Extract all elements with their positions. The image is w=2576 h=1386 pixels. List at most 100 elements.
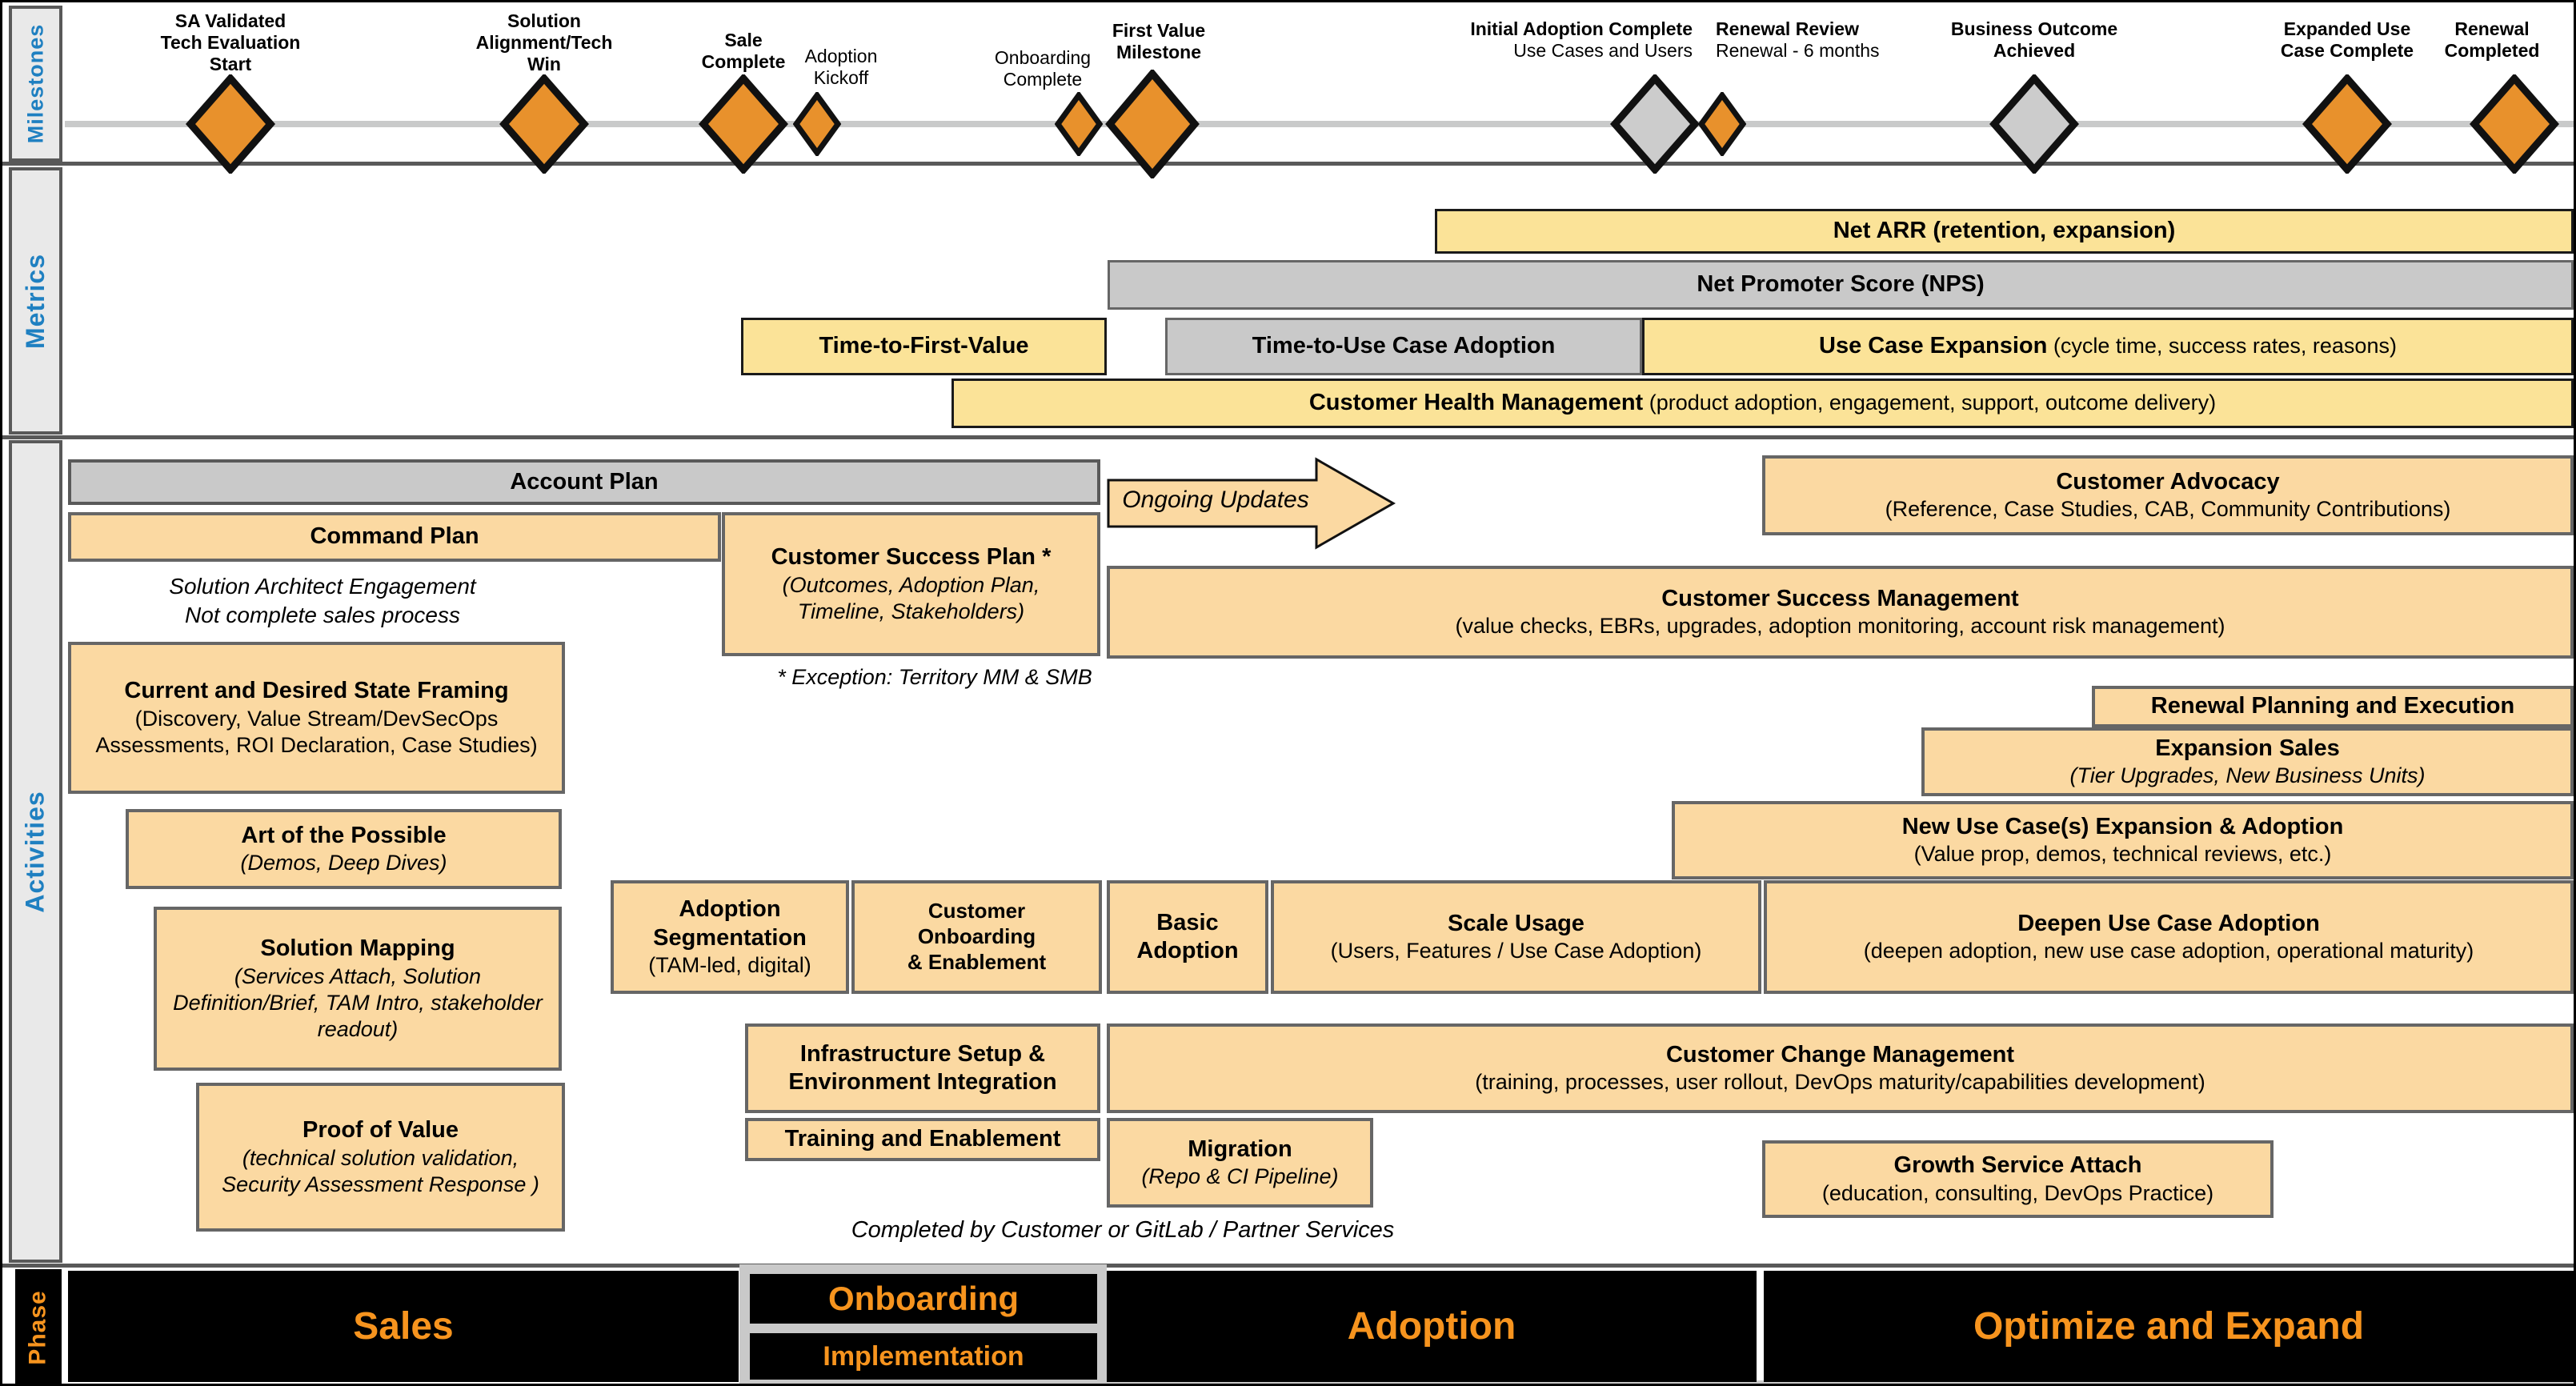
diamond-shape	[186, 74, 275, 174]
lane-label-text: Milestones	[23, 23, 48, 144]
lane-label-text: Metrics	[21, 253, 50, 349]
activity-subtitle: (Discovery, Value Stream/DevSecOps Asses…	[95, 706, 538, 757]
milestone-diamond-initial-adoption	[1610, 74, 1700, 174]
phase-label: Sales	[353, 1305, 454, 1348]
milestone-title: First Value Milestone	[1112, 20, 1206, 63]
milestone-diamond-renewal-completed	[2470, 74, 2559, 174]
metric-label: Use Case Expansion (cycle time, success …	[1819, 332, 2397, 360]
activity-subtitle: (deepen adoption, new use case adoption,…	[1863, 939, 2474, 963]
metric-label: Customer Health Management (product adop…	[1309, 389, 2216, 417]
diamond-shape	[699, 74, 788, 174]
milestone-label: Expanded Use Case Complete	[2227, 18, 2467, 62]
diamond-shape	[1105, 70, 1200, 178]
activity-title: Art of the Possible	[241, 822, 447, 848]
activity-subtitle: (training, processes, user rollout, DevO…	[1475, 1070, 2205, 1095]
metric-label: Time-to-First-Value	[819, 333, 1029, 359]
milestone-label: Onboarding Complete	[963, 47, 1123, 90]
activity-basic-adoption: Basic Adoption	[1107, 880, 1268, 994]
phase-label: Adoption	[1347, 1305, 1516, 1348]
activity-title: Customer Success Management	[1661, 585, 2019, 611]
diamond-shape	[2302, 74, 2392, 174]
phase-implementation: Implementation	[750, 1333, 1097, 1380]
milestone-title: Sale Complete	[701, 30, 786, 73]
activity-proof-of-value: Proof of Value (technical solution valid…	[196, 1083, 565, 1232]
milestone-label: Solution Alignment/Tech Win	[404, 10, 684, 75]
milestone-diamond-sa-validated	[186, 74, 275, 174]
activity-adoption-segmentation: Adoption Segmentation (TAM-led, digital)	[611, 880, 849, 994]
note-completed-by: Completed by Customer or GitLab / Partne…	[851, 1217, 1395, 1243]
phase-bottom-strip	[1107, 1380, 2574, 1384]
activity-command-plan: Command Plan	[68, 512, 721, 562]
activity-current-desired-state-framing: Current and Desired State Framing (Disco…	[68, 642, 565, 794]
activity-title: Renewal Planning and Execution	[2150, 693, 2515, 719]
milestone-label: Initial Adoption Complete Use Cases and …	[1348, 18, 1693, 62]
activity-customer-success-management: Customer Success Management (value check…	[1107, 566, 2574, 659]
activity-subtitle: (Value prop, demos, technical reviews, e…	[1913, 842, 2332, 867]
milestone-diamond-sale-complete	[699, 74, 788, 174]
milestone-title: Adoption Kickoff	[804, 46, 878, 89]
diamond-shape	[793, 92, 841, 156]
activity-title: Solution Mapping	[260, 935, 455, 962]
activity-art-of-the-possible: Art of the Possible (Demos, Deep Dives)	[126, 809, 562, 889]
metric-label: Time-to-Use Case Adoption	[1252, 333, 1556, 359]
activity-title: Customer Change Management	[1665, 1041, 2015, 1068]
activity-subtitle: (technical solution validation, Security…	[222, 1145, 539, 1196]
milestone-label: Business Outcome Achieved	[1914, 18, 2154, 62]
metric-title: Customer Health Management	[1308, 390, 1644, 416]
activity-new-use-case-expansion: New Use Case(s) Expansion & Adoption (Va…	[1672, 801, 2574, 879]
ongoing-updates-label: Ongoing Updates	[1122, 487, 1309, 513]
milestone-title: Business Outcome Achieved	[1950, 18, 2118, 62]
activity-training-enablement: Training and Enablement	[745, 1118, 1100, 1161]
milestone-title: Renewal Review	[1716, 18, 1859, 39]
milestone-diamond-renewal-review	[1698, 92, 1746, 156]
activity-title: Deepen Use Case Adoption	[2017, 910, 2320, 936]
lane-separator	[2, 1264, 2574, 1268]
activity-migration: Migration (Repo & CI Pipeline)	[1107, 1118, 1373, 1208]
milestone-title: Expanded Use Case Complete	[2280, 18, 2414, 62]
milestone-title: Renewal Completed	[2444, 18, 2540, 62]
phase-sales: Sales	[68, 1271, 739, 1382]
milestone-diamond-adoption-kickoff	[793, 92, 841, 156]
activity-subtitle: (Demos, Deep Dives)	[240, 851, 447, 875]
lane-label-milestones: Milestones	[9, 6, 62, 162]
lane-label-text: Activities	[21, 790, 50, 913]
activity-scale-usage: Scale Usage (Users, Features / Use Case …	[1271, 880, 1761, 994]
milestone-label: Renewal Review Renewal - 6 months	[1716, 18, 1988, 62]
diamond-shape	[2470, 74, 2559, 174]
activity-title: Infrastructure Setup & Environment Integ…	[788, 1040, 1057, 1095]
milestone-diamond-onboarding-complete	[1055, 92, 1103, 156]
activity-title: Migration	[1188, 1136, 1292, 1162]
milestone-diamond-expanded-use-case	[2302, 74, 2392, 174]
activity-customer-onboarding-enablement: Customer Onboarding & Enablement	[851, 880, 1102, 994]
lane-label-phase: Phase	[15, 1269, 62, 1384]
milestone-diamond-solution-alignment	[499, 74, 589, 174]
diamond-shape	[1055, 92, 1103, 156]
milestone-label: SA Validated Tech Evaluation Start	[90, 10, 371, 75]
lane-label-metrics: Metrics	[9, 167, 62, 435]
phase-optimize-expand: Optimize and Expand	[1764, 1271, 2574, 1382]
activity-title: Current and Desired State Framing	[124, 678, 509, 704]
activity-subtitle: (Tier Upgrades, New Business Units)	[2069, 763, 2426, 788]
activity-title: Training and Enablement	[784, 1126, 1061, 1152]
milestone-diamond-first-value	[1105, 70, 1200, 178]
activity-subtitle: (Outcomes, Adoption Plan, Timeline, Stak…	[782, 572, 1040, 623]
diamond-shape	[1698, 92, 1746, 156]
activity-title: Expansion Sales	[2155, 735, 2340, 761]
milestone-label: Sale Complete	[647, 30, 839, 73]
milestone-title: Solution Alignment/Tech Win	[475, 10, 613, 75]
lane-separator	[2, 162, 2574, 166]
activity-growth-service-attach: Growth Service Attach (education, consul…	[1762, 1140, 2274, 1218]
activity-subtitle: (Services Attach, Solution Definition/Br…	[173, 963, 543, 1041]
metric-nps: Net Promoter Score (NPS)	[1108, 260, 2574, 310]
milestone-timeline	[65, 121, 2574, 127]
metric-use-case-expansion: Use Case Expansion (cycle time, success …	[1642, 318, 2574, 375]
arrow-shape	[1107, 457, 1396, 550]
activity-subtitle: (Users, Features / Use Case Adoption)	[1330, 939, 1702, 963]
diamond-shape	[1610, 74, 1700, 174]
milestone-title: Initial Adoption Complete	[1470, 18, 1693, 39]
activity-solution-mapping: Solution Mapping (Services Attach, Solut…	[154, 907, 562, 1071]
diamond-shape	[499, 74, 589, 174]
metric-customer-health-management: Customer Health Management (product adop…	[951, 379, 2574, 428]
ongoing-updates-arrow	[1107, 457, 1396, 550]
